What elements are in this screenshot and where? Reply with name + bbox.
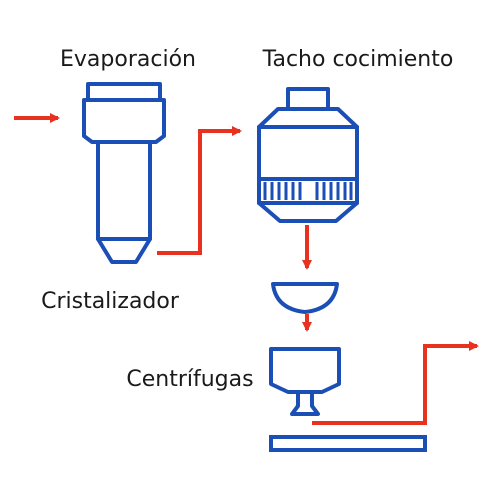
centrifuge-basket <box>269 347 341 394</box>
cooking-pan-vessel <box>257 87 359 223</box>
calandria-tubes <box>263 182 353 200</box>
centrifuges-label: Centrífugas <box>126 367 253 392</box>
cooking-pan-top-cone <box>257 107 359 129</box>
evaporator-to-pan-arrow <box>157 126 242 255</box>
cooking-pan-dome <box>286 87 330 111</box>
centrifuge-vessel <box>269 347 341 416</box>
crystallizer-bowl <box>271 282 339 314</box>
evaporator-body <box>96 140 152 241</box>
conveyor-platform <box>269 435 427 452</box>
centrifuge-outlet <box>290 390 320 416</box>
crystallizer-label: Cristalizador <box>41 289 180 314</box>
evaporator-cap <box>86 82 162 102</box>
centrifuge-outlet-arrow <box>312 341 479 425</box>
crystallizer-vessel <box>271 282 339 314</box>
evaporator-head <box>82 98 166 144</box>
evaporator-vessel <box>82 82 166 264</box>
cooking-pan-bottom <box>257 201 359 223</box>
cooking-pan-body <box>257 125 359 181</box>
cooking-pan-label: Tacho cocimiento <box>262 47 454 72</box>
evaporator-bottom-cone <box>96 237 152 264</box>
cooking-pan-calandria <box>257 177 359 205</box>
evaporation-label: Evaporación <box>60 47 196 72</box>
